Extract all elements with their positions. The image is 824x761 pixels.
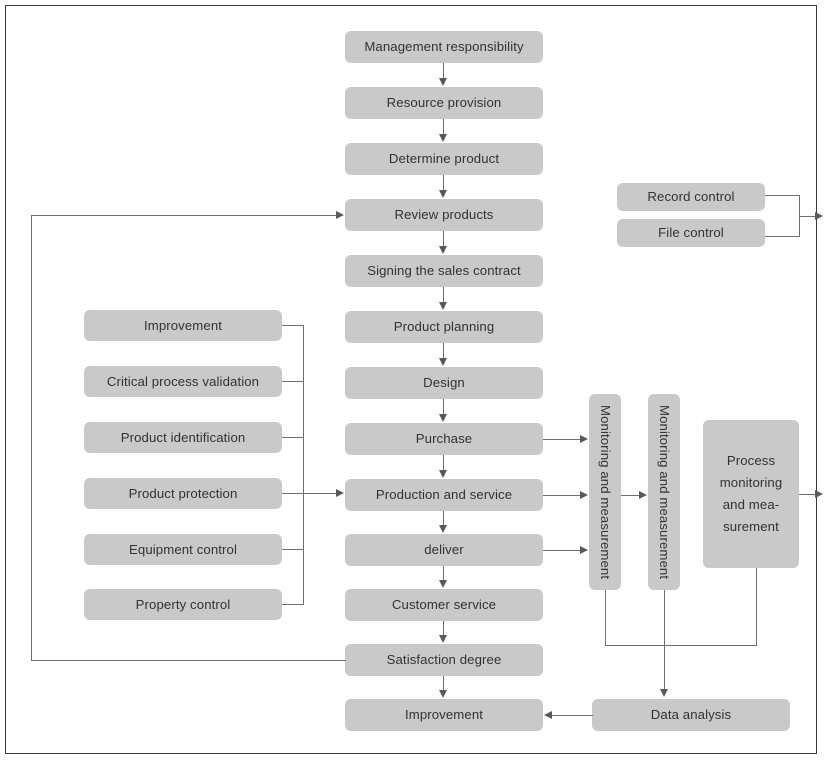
node-monitoring-and-measurement-2[interactable]: Monitoring and measurement bbox=[648, 394, 680, 590]
connector-monitoring1-across bbox=[605, 645, 757, 646]
node-improvement[interactable]: Improvement bbox=[84, 310, 282, 341]
process-monitoring-line-3: and mea- bbox=[722, 497, 780, 512]
connector-deliver-to-customer-service bbox=[443, 566, 444, 581]
node-monitoring-and-measurement-1[interactable]: Monitoring and measurement bbox=[589, 394, 621, 590]
connector-customer-service-to-satisfaction bbox=[443, 621, 444, 636]
node-product-identification[interactable]: Product identification bbox=[84, 422, 282, 453]
arrowhead-planning bbox=[439, 302, 447, 310]
arrowhead-customer-service bbox=[439, 580, 447, 588]
connector-product-protection-stub bbox=[282, 493, 304, 494]
arrowhead-document-control-out bbox=[815, 212, 823, 220]
arrowhead-production-to-monitoring bbox=[580, 491, 588, 499]
node-deliver[interactable]: deliver bbox=[345, 534, 543, 566]
connector-data-analysis-to-improvement bbox=[552, 715, 593, 716]
connector-monitoring1-to-monitoring2 bbox=[621, 495, 640, 496]
arrowhead-determine bbox=[439, 134, 447, 142]
connector-equipment-control-stub bbox=[282, 549, 304, 550]
arrowhead-monitoring1-to-monitoring2 bbox=[639, 491, 647, 499]
arrowhead-data-analysis-to-improvement bbox=[544, 711, 552, 719]
connector-resource-to-determine bbox=[443, 119, 444, 135]
connector-signing-to-planning bbox=[443, 287, 444, 303]
connector-deliver-to-monitoring bbox=[543, 550, 581, 551]
node-critical-process-validation[interactable]: Critical process validation bbox=[84, 366, 282, 397]
connector-improvement-stub bbox=[282, 325, 304, 326]
arrowhead-purchase-to-monitoring bbox=[580, 435, 588, 443]
process-monitoring-line-1: Process bbox=[726, 453, 776, 469]
node-file-control[interactable]: File control bbox=[617, 219, 765, 247]
node-management-responsibility[interactable]: Management responsibility bbox=[345, 31, 543, 63]
connector-mgmt-to-resource bbox=[443, 63, 444, 79]
connector-support-bus bbox=[303, 325, 304, 605]
process-monitoring-line-2: monitoring bbox=[719, 475, 783, 491]
arrowhead-design bbox=[439, 358, 447, 366]
connector-production-to-deliver bbox=[443, 511, 444, 526]
arrowhead-signing bbox=[439, 246, 447, 254]
node-signing-the-sales-contract[interactable]: Signing the sales contract bbox=[345, 255, 543, 287]
node-customer-service[interactable]: Customer service bbox=[345, 589, 543, 621]
connector-planning-to-design bbox=[443, 343, 444, 359]
connector-monitoring1-down bbox=[605, 590, 606, 646]
node-determine-product[interactable]: Determine product bbox=[345, 143, 543, 175]
connector-determine-to-review bbox=[443, 175, 444, 191]
arrowhead-process-monitoring-out bbox=[815, 490, 823, 498]
connector-property-control-stub bbox=[282, 604, 304, 605]
arrowhead-review bbox=[439, 190, 447, 198]
arrowhead-data-analysis bbox=[660, 689, 668, 697]
connector-support-bus-to-production bbox=[303, 493, 337, 494]
node-purchase[interactable]: Purchase bbox=[345, 423, 543, 455]
connector-document-control-out bbox=[799, 216, 816, 217]
connector-design-to-purchase bbox=[443, 399, 444, 415]
connector-file-control-stub bbox=[765, 236, 800, 237]
node-data-analysis[interactable]: Data analysis bbox=[592, 699, 790, 731]
node-product-planning[interactable]: Product planning bbox=[345, 311, 543, 343]
node-property-control[interactable]: Property control bbox=[84, 589, 282, 620]
connector-feedback-bottom bbox=[31, 660, 346, 661]
connector-process-monitoring-down bbox=[756, 568, 757, 646]
connector-satisfaction-to-improvement bbox=[443, 676, 444, 691]
arrowhead-deliver bbox=[439, 525, 447, 533]
node-production-and-service[interactable]: Production and service bbox=[345, 479, 543, 511]
arrowhead-feedback-to-review bbox=[336, 211, 344, 219]
connector-purchase-to-production bbox=[443, 455, 444, 471]
node-review-products[interactable]: Review products bbox=[345, 199, 543, 231]
node-process-monitoring-and-measurement[interactable]: Process monitoring and mea- surement bbox=[703, 420, 799, 568]
arrowhead-purchase bbox=[439, 414, 447, 422]
arrowhead-satisfaction bbox=[439, 635, 447, 643]
connector-process-monitoring-out bbox=[799, 494, 816, 495]
connector-monitoring2-down-to-data-analysis bbox=[664, 590, 665, 690]
connector-product-identification-stub bbox=[282, 437, 304, 438]
connector-review-to-signing bbox=[443, 231, 444, 247]
connector-record-control-stub bbox=[765, 195, 800, 196]
connector-feedback-top bbox=[31, 215, 337, 216]
node-record-control[interactable]: Record control bbox=[617, 183, 765, 211]
arrowhead-improvement-bottom bbox=[439, 690, 447, 698]
arrowhead-support-to-production bbox=[336, 489, 344, 497]
connector-purchase-to-monitoring bbox=[543, 439, 581, 440]
node-product-protection[interactable]: Product protection bbox=[84, 478, 282, 509]
arrowhead-deliver-to-monitoring bbox=[580, 546, 588, 554]
connector-production-to-monitoring bbox=[543, 495, 581, 496]
node-equipment-control[interactable]: Equipment control bbox=[84, 534, 282, 565]
node-improvement-bottom[interactable]: Improvement bbox=[345, 699, 543, 731]
node-resource-provision[interactable]: Resource provision bbox=[345, 87, 543, 119]
connector-critical-process-validation-stub bbox=[282, 381, 304, 382]
node-satisfaction-degree[interactable]: Satisfaction degree bbox=[345, 644, 543, 676]
connector-feedback-left bbox=[31, 215, 32, 661]
arrowhead-production bbox=[439, 470, 447, 478]
arrowhead-resource bbox=[439, 78, 447, 86]
node-design[interactable]: Design bbox=[345, 367, 543, 399]
process-monitoring-line-4: surement bbox=[723, 518, 779, 534]
